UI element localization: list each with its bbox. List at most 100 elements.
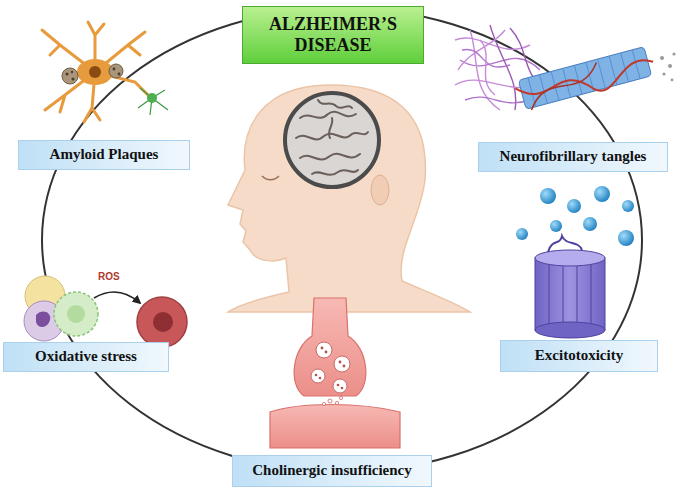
debris-dots-part (671, 79, 674, 82)
debris-dots-part (662, 72, 665, 75)
neuron-icon-part (147, 93, 157, 103)
brain-icon-part-part (329, 118, 332, 138)
neuron-icon-part-part (138, 88, 168, 115)
brain-icon (285, 93, 379, 187)
title-box: ALZHEIMER’S DISEASE (242, 6, 424, 64)
brain-icon-part-part (296, 132, 368, 139)
immune-cells (24, 276, 98, 341)
ion-spheres-part (618, 230, 634, 246)
synapse-part (322, 396, 342, 405)
ion-spheres-part (622, 200, 634, 212)
neuron-icon-part (42, 22, 150, 122)
label-text: Excitotoxicity (535, 347, 623, 364)
synapse-part-part (316, 342, 332, 358)
microtubule-part-part (632, 50, 640, 79)
debris-dots-part (660, 56, 664, 60)
ion-channel-part (548, 236, 582, 252)
synapse-part-part (319, 377, 322, 380)
microtubule-part-part (540, 75, 548, 104)
brain-icon-part-part (300, 154, 360, 160)
synapse-part (270, 405, 400, 449)
synapse-part (311, 342, 350, 393)
label-box: Neurofibrillary tangles (478, 142, 668, 172)
synapse-part-part (321, 347, 324, 350)
synapse-part-part (315, 374, 318, 377)
synapse (270, 298, 400, 448)
brain-icon-part-part (318, 100, 352, 108)
ion-spheres-part (516, 228, 528, 240)
ion-channel-part-part (591, 258, 592, 330)
label-box: Oxidative stress (3, 342, 169, 372)
synapse-part-part (333, 379, 347, 393)
ion-channel-part-part (577, 258, 578, 330)
head-profile-part (371, 175, 389, 205)
brain-icon-part (285, 93, 379, 187)
neuron-icon-part (89, 66, 101, 78)
ion-channel-part (535, 250, 605, 266)
label-box: Cholinergic insufficiency (232, 455, 432, 487)
label-text: Cholinergic insufficiency (252, 462, 412, 479)
ion-channel (535, 236, 605, 338)
label-text: Oxidative stress (35, 348, 137, 365)
neuron-icon-part (62, 68, 78, 84)
head-profile (228, 85, 470, 312)
ion-spheres-part (594, 186, 610, 202)
synapse-part-part (328, 399, 332, 403)
ion-spheres (516, 186, 634, 246)
immune-cells-part (67, 305, 85, 323)
ion-channel-part-part (563, 258, 564, 330)
debris-dots-part (672, 52, 675, 55)
brain-icon-part-part (300, 112, 356, 118)
synapse-part (294, 298, 366, 396)
synapse-part-part (339, 396, 342, 399)
synapse-part-part (339, 361, 342, 364)
ion-spheres-part (583, 217, 597, 231)
damaged-cell-part (153, 312, 173, 332)
neuron-icon-part (71, 71, 73, 73)
damaged-cell (137, 297, 187, 347)
ros-arrow (94, 292, 140, 303)
synapse-part-part (341, 387, 344, 390)
tangle-mesh-part (465, 97, 530, 103)
ion-channel-part (549, 258, 591, 330)
neuron-icon-part (66, 73, 69, 76)
debris-dots-part (668, 64, 672, 68)
title-text: ALZHEIMER’S DISEASE (243, 14, 423, 55)
microtubule-part (518, 47, 651, 110)
label-box: Excitotoxicity (500, 340, 658, 372)
damaged-cell-part (137, 297, 187, 347)
synapse-part-part (334, 356, 350, 372)
ion-spheres-part (567, 199, 581, 213)
microtubule-part (524, 63, 604, 110)
label-text: Amyloid Plaques (50, 146, 159, 163)
ion-spheres-part (550, 220, 562, 232)
neuron-icon (42, 22, 168, 122)
microtubule-part-part (563, 68, 571, 97)
immune-cells-part (36, 311, 50, 327)
immune-cells-part (54, 292, 98, 336)
synapse-part-part (337, 384, 340, 387)
label-box: Amyloid Plaques (18, 140, 190, 170)
ion-channel-part-part (549, 258, 550, 330)
head-profile-part (228, 85, 470, 312)
neuron-icon-part (138, 88, 168, 115)
neuron-icon-part (118, 73, 121, 76)
microtubule-part-part (598, 59, 606, 88)
synapse-part-part (335, 401, 338, 404)
ion-spheres-part (540, 188, 556, 204)
tangle-mesh-part (490, 25, 516, 110)
ion-channel-part (535, 322, 605, 338)
neuron-icon-part (109, 64, 123, 78)
neuron-icon-part (72, 78, 75, 81)
neuron-icon-part (77, 59, 113, 85)
synapse-part (315, 347, 346, 390)
synapse-part-part (325, 351, 328, 354)
microtubule (514, 45, 658, 112)
synapse-part-part (343, 365, 346, 368)
brain-icon-part-part (312, 170, 358, 175)
ros-label: ROS (98, 271, 120, 282)
brain-icon-part (296, 100, 368, 175)
ion-channel-part (535, 258, 605, 330)
label-text: Neurofibrillary tangles (500, 148, 647, 165)
